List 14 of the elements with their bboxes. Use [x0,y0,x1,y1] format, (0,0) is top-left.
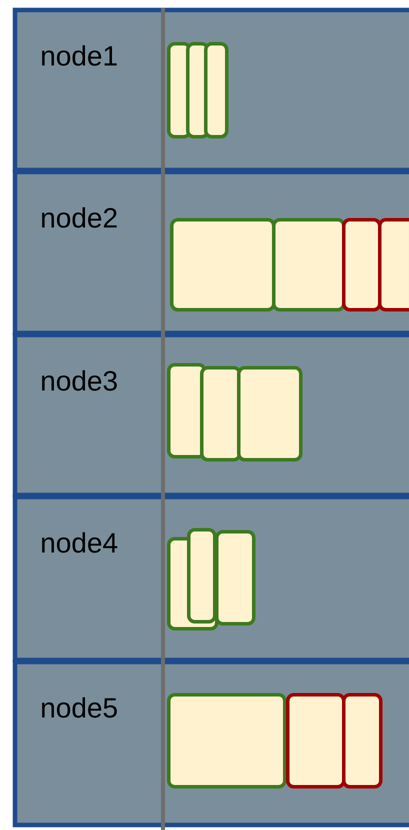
bar-box [272,218,346,312]
bar-box [167,693,286,788]
bar-box [200,366,242,462]
lane-band: node1 [12,8,409,172]
bar-box [237,366,302,462]
bar-box [215,530,256,626]
bar-box [378,218,409,312]
bar-box [170,218,276,312]
bar-box [286,693,346,788]
bar-box [342,218,382,312]
bar-box [167,363,206,458]
bar-box [204,42,228,138]
bar-box [187,528,216,624]
bar-box [342,693,382,788]
